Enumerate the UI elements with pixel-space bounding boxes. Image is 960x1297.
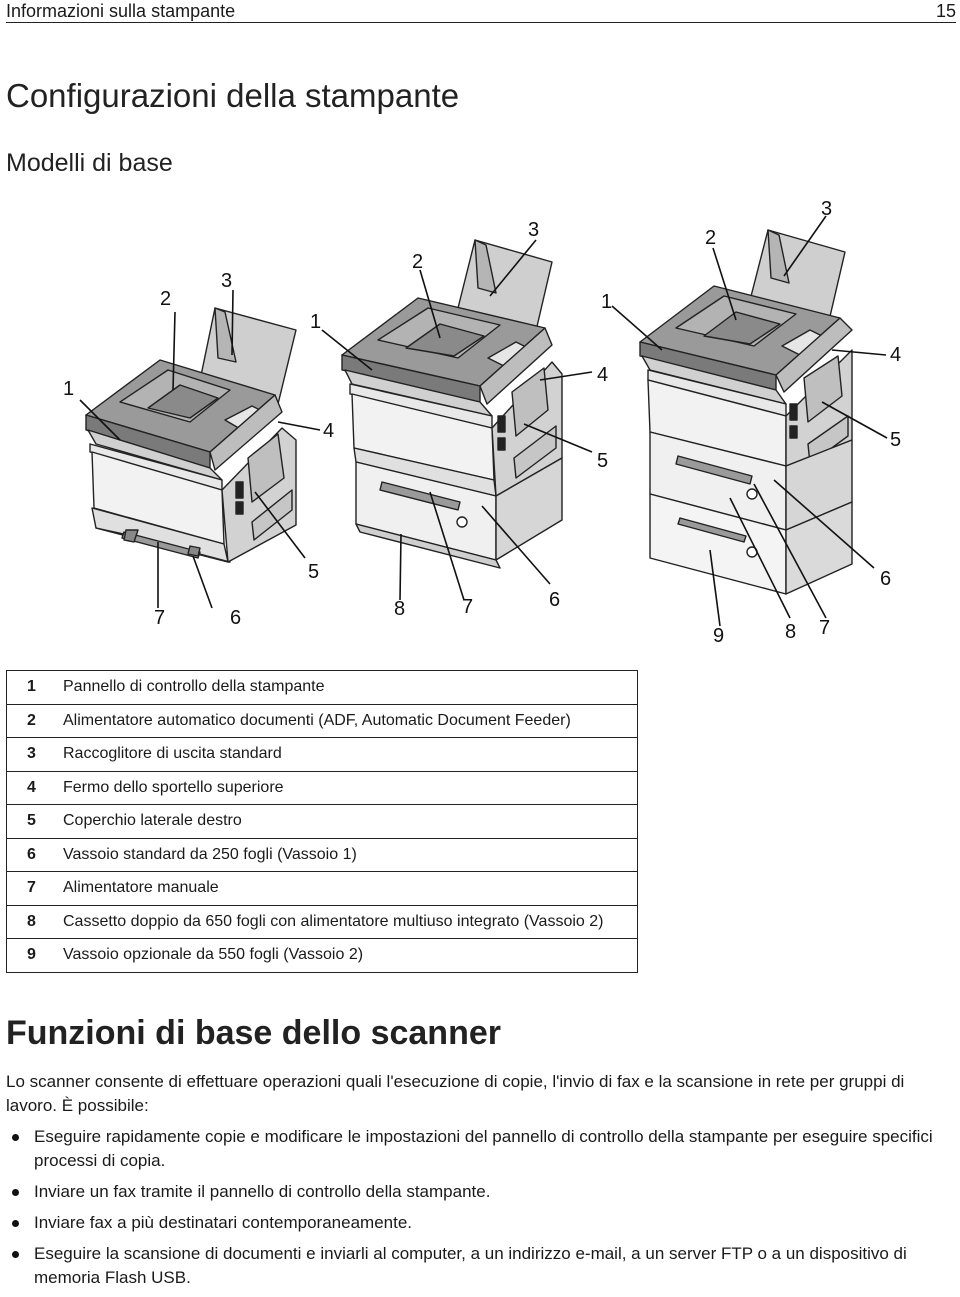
feature-list: Eseguire rapidamente copie e modificare …: [6, 1125, 958, 1297]
callout-a-3: 3: [221, 270, 232, 292]
table-row: 8 Cassetto doppio da 650 fogli con alime…: [6, 904, 638, 939]
page-header: Informazioni sulla stampante 15: [6, 0, 956, 23]
callout-c-3: 3: [821, 198, 832, 220]
table-row: 6 Vassoio standard da 250 fogli (Vassoio…: [6, 837, 638, 872]
section-paragraph: Lo scanner consente di effettuare operaz…: [6, 1072, 905, 1115]
callout-a-5: 5: [308, 561, 319, 583]
header-title: Informazioni sulla stampante: [6, 1, 236, 21]
callout-b-8: 8: [394, 598, 405, 620]
callout-c-9: 9: [713, 625, 724, 647]
parts-legend-table: 1 Pannello di controllo della stampante …: [6, 670, 638, 973]
callout-c-2: 2: [705, 227, 716, 249]
callout-a-1: 1: [63, 378, 74, 400]
list-item: Eseguire la scansione di documenti e inv…: [6, 1242, 958, 1290]
bullet-icon: [12, 1189, 19, 1196]
callout-c-5: 5: [890, 429, 901, 451]
callout-b-6: 6: [549, 589, 560, 611]
printer-illustration-b: [341, 239, 563, 569]
list-item: Eseguire rapidamente copie e modificare …: [6, 1125, 958, 1173]
callout-c-7: 7: [819, 617, 830, 639]
page-title: Configurazioni della stampante: [6, 77, 460, 114]
bullet-icon: [12, 1134, 19, 1141]
list-item-text: Inviare un fax tramite il pannello di co…: [34, 1182, 491, 1201]
table-row: 1 Pannello di controllo della stampante: [6, 670, 638, 705]
callout-b-5: 5: [597, 450, 608, 472]
table-row: 2 Alimentatore automatico documenti (ADF…: [6, 703, 638, 738]
legend-description: Coperchio laterale destro: [53, 804, 638, 839]
callout-a-7: 7: [154, 607, 165, 629]
callout-c-1: 1: [601, 291, 612, 313]
legend-number: 6: [6, 837, 53, 872]
printer-illustration-c: [639, 229, 853, 595]
legend-description: Vassoio opzionale da 550 fogli (Vassoio …: [53, 938, 638, 973]
legend-description: Vassoio standard da 250 fogli (Vassoio 1…: [53, 837, 638, 872]
printer-illustration-a: [85, 307, 297, 563]
callout-b-4: 4: [597, 364, 608, 386]
list-item-text: Eseguire rapidamente copie e modificare …: [34, 1127, 933, 1170]
table-row: 3 Raccoglitore di uscita standard: [6, 737, 638, 772]
callout-b-2: 2: [412, 251, 423, 273]
callout-leaders: [79, 215, 888, 627]
table-row: 5 Coperchio laterale destro: [6, 804, 638, 839]
printer-illustrations: 1 2 3 4 5 6 7 1 2 3 4 5 6 7 8 1 2 3 4 5 …: [63, 198, 901, 647]
callout-a-4: 4: [323, 420, 334, 442]
legend-description: Fermo dello sportello superiore: [53, 770, 638, 805]
callout-a-2: 2: [160, 288, 171, 310]
legend-number: 2: [6, 703, 53, 738]
list-item: Inviare fax a più destinatari contempora…: [6, 1211, 958, 1235]
list-item: Inviare un fax tramite il pannello di co…: [6, 1180, 958, 1204]
table-row: 4 Fermo dello sportello superiore: [6, 770, 638, 805]
table-row: 9 Vassoio opzionale da 550 fogli (Vassoi…: [6, 938, 638, 973]
bullet-icon: [12, 1220, 19, 1227]
callout-b-7: 7: [462, 596, 473, 618]
callout-c-8: 8: [785, 621, 796, 643]
printer-models-figure: 1 2 3 4 5 6 7 1 2 3 4 5 6 7 8 1 2 3 4 5 …: [0, 190, 960, 660]
callout-b-3: 3: [528, 219, 539, 241]
legend-description: Raccoglitore di uscita standard: [53, 737, 638, 772]
table-row: 7 Alimentatore manuale: [6, 871, 638, 906]
legend-number: 7: [6, 871, 53, 906]
legend-description: Cassetto doppio da 650 fogli con aliment…: [53, 904, 638, 939]
legend-number: 4: [6, 770, 53, 805]
legend-number: 1: [6, 670, 53, 705]
legend-number: 8: [6, 904, 53, 939]
callout-c-4: 4: [890, 344, 901, 366]
section-subtitle: Modelli di base: [6, 149, 173, 177]
list-item-text: Eseguire la scansione di documenti e inv…: [34, 1244, 907, 1287]
callout-a-6: 6: [230, 607, 241, 629]
legend-description: Alimentatore manuale: [53, 871, 638, 906]
callout-c-6: 6: [880, 568, 891, 590]
section-heading: Funzioni di base dello scanner: [6, 1014, 501, 1052]
legend-description: Alimentatore automatico documenti (ADF, …: [53, 703, 638, 738]
bullet-icon: [12, 1251, 19, 1258]
page-number: 15: [935, 1, 956, 21]
legend-number: 9: [6, 938, 53, 973]
callout-b-1: 1: [310, 311, 321, 333]
list-item-text: Inviare fax a più destinatari contempora…: [34, 1213, 413, 1232]
legend-description: Pannello di controllo della stampante: [53, 670, 638, 705]
legend-number: 5: [6, 804, 53, 839]
legend-number: 3: [6, 737, 53, 772]
